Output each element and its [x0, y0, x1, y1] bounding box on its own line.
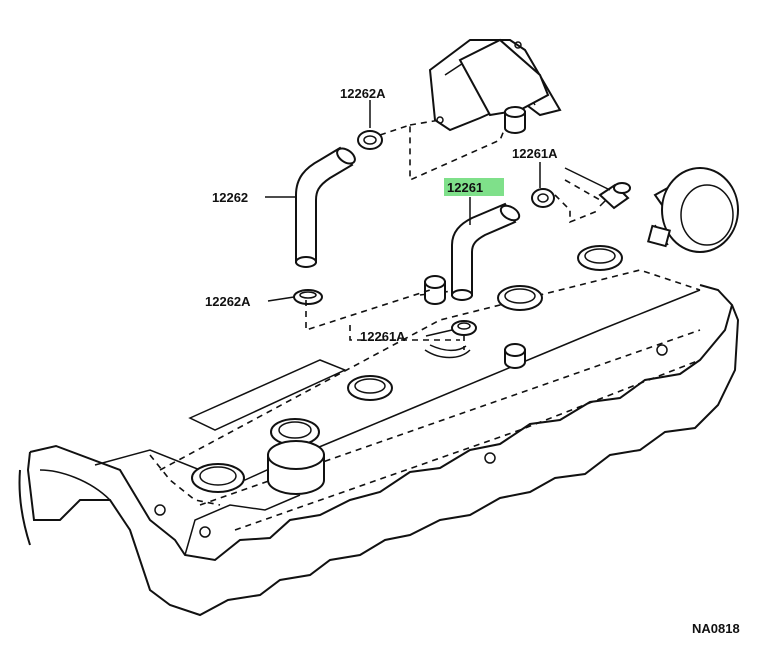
breather-canister: [647, 167, 739, 253]
clamp-12261A-top: [531, 188, 555, 208]
callout-12262A-bottom: 12262A: [205, 294, 251, 309]
callout-12261: 12261: [447, 180, 483, 195]
leader-lines: [265, 100, 611, 337]
connection-lines: [305, 119, 601, 350]
pcv-nipple: [598, 182, 631, 210]
valve-cover: [18, 245, 740, 617]
highlight-12261: [444, 178, 504, 196]
hose-12261: [451, 202, 521, 301]
figure-code: NA0818: [692, 621, 740, 636]
clamp-12262A-bottom: [293, 289, 323, 305]
clamp-12261A-bottom: [451, 320, 477, 336]
callout-12262: 12262: [212, 190, 248, 205]
pcv-housing: [428, 38, 562, 134]
hose-12262: [295, 146, 356, 268]
callout-12262A-top: 12262A: [340, 86, 386, 101]
clamp-12262A-top: [357, 130, 383, 150]
callout-12261A-bottom: 12261A: [360, 329, 406, 344]
callout-12261A-top: 12261A: [512, 146, 558, 161]
